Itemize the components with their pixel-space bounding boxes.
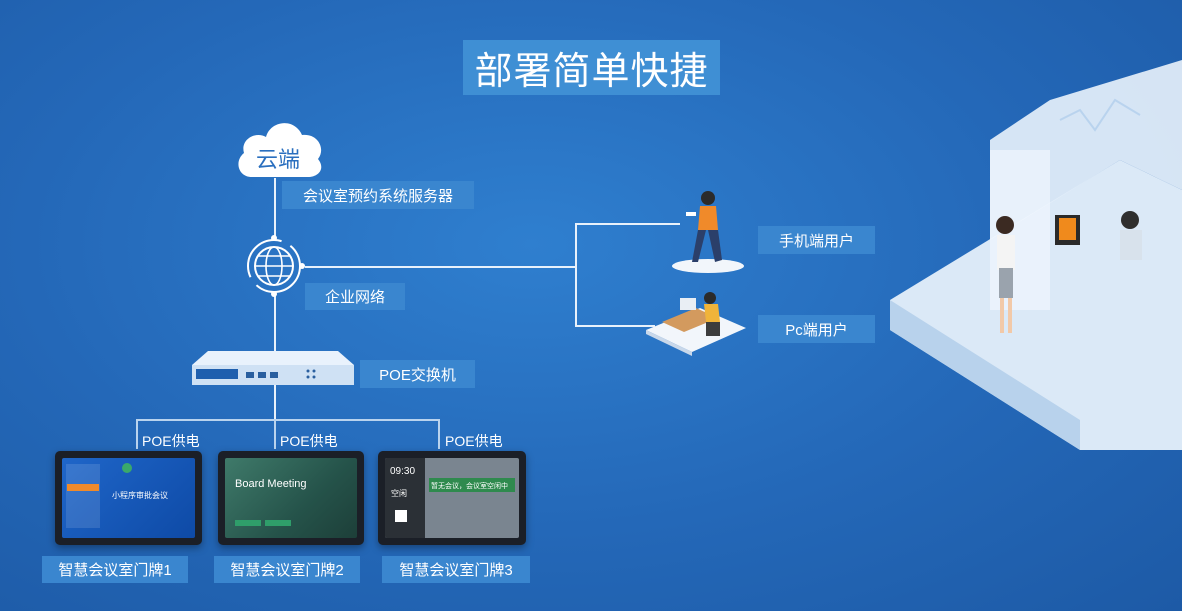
poe-label-2: POE供电	[280, 433, 338, 449]
network-label: 企业网络	[305, 283, 405, 310]
connector-poe-bus	[136, 419, 440, 421]
connector-switch-down	[274, 385, 276, 420]
poe-label-1: POE供电	[142, 433, 200, 449]
tablet-2-button	[235, 520, 261, 526]
tablet-1-screen: 小程序审批会议	[62, 458, 195, 538]
connector-cloud-network	[274, 178, 276, 238]
mobile-user-figure	[672, 191, 744, 273]
qr-code-icon	[393, 508, 409, 524]
office-illustration	[890, 60, 1182, 450]
connector-network-switch	[274, 296, 276, 356]
pc-user-figure	[646, 292, 746, 356]
door-sign-tablet-3: 09:30 空闲 暂无会议，会议室空闲中	[378, 451, 526, 545]
connector-network-users	[305, 266, 577, 268]
pc-user-label: Pc端用户	[758, 315, 875, 343]
tablet-2-title: Board Meeting	[235, 478, 307, 490]
door-sign-tablet-2: Board Meeting	[218, 451, 364, 545]
cloud-icon	[238, 123, 322, 177]
connector-poe-1	[136, 419, 138, 449]
device-label-3: 智慧会议室门牌3	[382, 556, 530, 583]
tablet-3-status: 空闲	[391, 489, 407, 498]
tablet-3-banner-text: 暂无会议，会议室空闲中	[431, 483, 508, 490]
tablet-3-banner	[429, 478, 515, 492]
door-sign-tablet-1: 小程序审批会议	[55, 451, 202, 545]
tablet-2-screen: Board Meeting	[225, 458, 357, 538]
poe-switch-icon	[192, 351, 354, 385]
poe-label-3: POE供电	[445, 433, 503, 449]
device-label-2: 智慧会议室门牌2	[214, 556, 360, 583]
connector-users-vertical	[575, 223, 577, 327]
tablet-1-sidebar	[66, 464, 100, 528]
page-title: 部署简单快捷	[463, 40, 720, 95]
connector-mobile-user	[575, 223, 680, 225]
mobile-user-label: 手机端用户	[758, 226, 875, 254]
cloud-label: 云端	[255, 147, 300, 172]
connector-poe-3	[438, 419, 440, 449]
device-label-1: 智慧会议室门牌1	[42, 556, 188, 583]
server-label: 会议室预约系统服务器	[282, 181, 474, 209]
tablet-1-logo-icon	[122, 463, 132, 473]
tablet-3-screen: 09:30 空闲 暂无会议，会议室空闲中	[385, 458, 519, 538]
tablet-3-clock: 09:30	[390, 466, 416, 477]
switch-label: POE交换机	[360, 360, 475, 388]
tablet-1-title: 小程序审批会议	[112, 491, 168, 500]
tablet-3-left-panel	[385, 458, 425, 538]
connector-pc-user	[575, 325, 655, 327]
globe-network-icon	[247, 235, 305, 297]
connector-poe-2	[274, 419, 276, 449]
tablet-2-button-2	[265, 520, 291, 526]
tablet-1-orange-item	[67, 484, 99, 491]
